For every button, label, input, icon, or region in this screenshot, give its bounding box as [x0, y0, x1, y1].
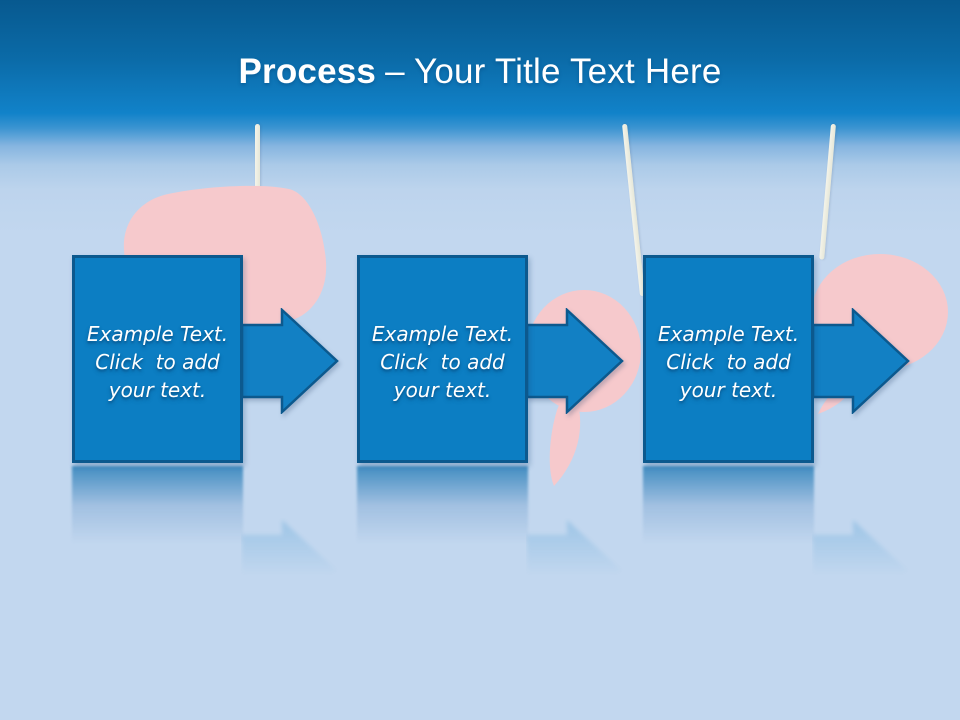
title-emphasis: Process: [238, 52, 377, 91]
placeholder-line: your text.: [679, 378, 778, 402]
process-text-box-1[interactable]: Example Text. Click to add your text.: [72, 255, 243, 463]
title-text: – Your Title Text Here: [385, 52, 722, 91]
placeholder-line: Click to add: [380, 350, 505, 374]
box-reflection: [72, 466, 243, 554]
arrow-reflection: [813, 520, 908, 622]
arrow-reflection: [242, 520, 337, 622]
placeholder-line: Example Text.: [86, 322, 229, 346]
placeholder-line: Example Text.: [371, 322, 514, 346]
process-text-box-3[interactable]: Example Text. Click to add your text.: [643, 255, 814, 463]
placeholder-line: Click to add: [95, 350, 220, 374]
process-step-3: Example Text. Click to add your text.: [643, 255, 923, 622]
arrow-reflection: [527, 520, 622, 622]
box-reflection: [643, 466, 814, 554]
hanging-string-1: [255, 124, 260, 194]
gum-blob-2-tail: [549, 395, 581, 486]
placeholder-line: Example Text.: [657, 322, 800, 346]
box-reflection: [357, 466, 528, 554]
slide-title: Process – Your Title Text Here: [0, 52, 960, 92]
process-text-box-2[interactable]: Example Text. Click to add your text.: [357, 255, 528, 463]
process-step-1: Example Text. Click to add your text.: [72, 255, 352, 622]
arrow-shape-3: [812, 308, 910, 414]
placeholder-line: your text.: [393, 378, 492, 402]
placeholder-line: Click to add: [666, 350, 791, 374]
arrow-shape-2: [526, 308, 624, 414]
placeholder-line: your text.: [108, 378, 207, 402]
arrow-shape-1: [241, 308, 339, 414]
process-step-2: Example Text. Click to add your text.: [357, 255, 637, 622]
